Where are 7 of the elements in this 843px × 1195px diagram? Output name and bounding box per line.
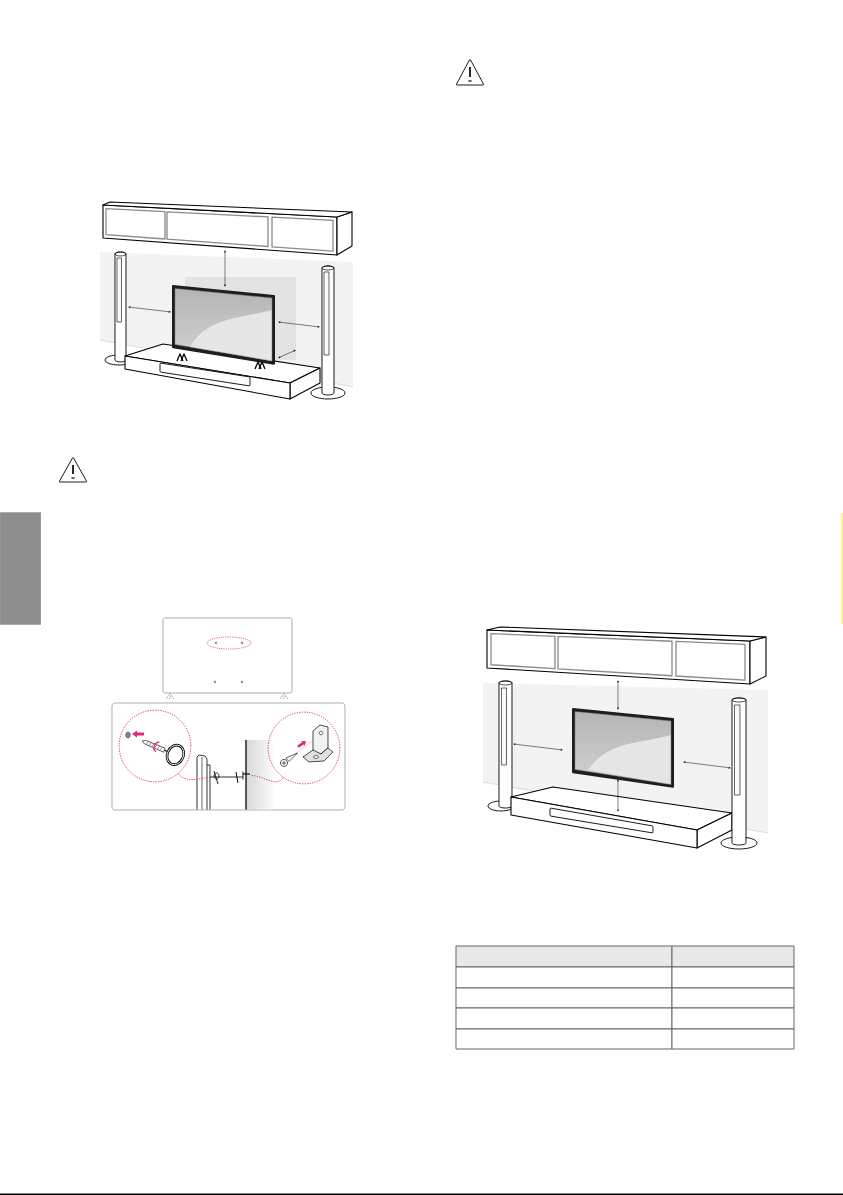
wall-bracket xyxy=(242,771,251,780)
side-tab xyxy=(0,512,41,625)
leader-line xyxy=(250,775,284,783)
detail-circle xyxy=(267,711,341,785)
eye-bolt xyxy=(213,770,220,785)
detail-circle xyxy=(118,709,192,783)
leader-line xyxy=(177,773,213,780)
